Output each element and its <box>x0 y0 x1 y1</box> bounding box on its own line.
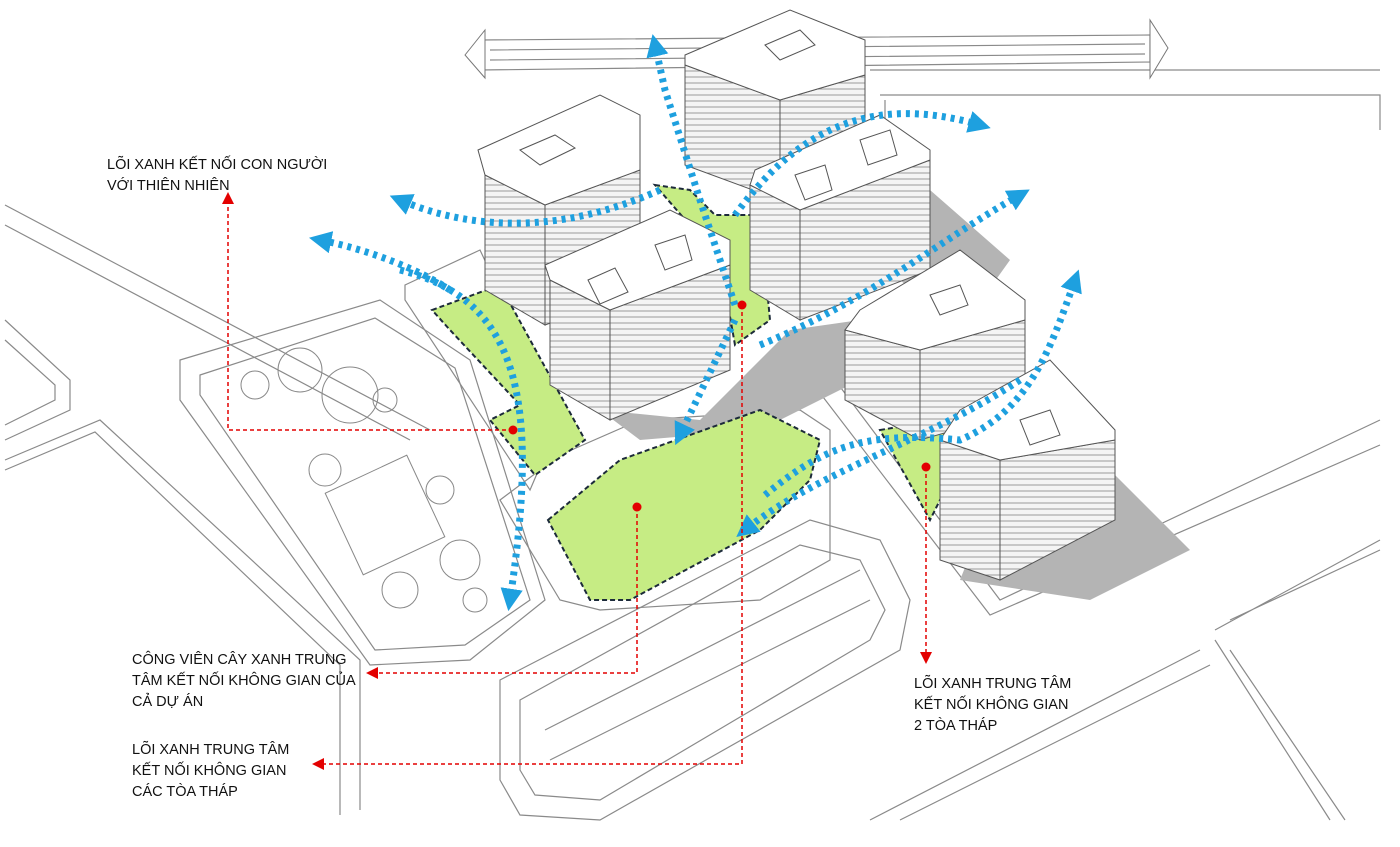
green-core-people-nature <box>430 283 587 477</box>
label-green-core-people-nature: LÕI XANH KẾT NỐI CON NGƯỜI VỚI THIÊN NHI… <box>107 157 328 194</box>
tower-4 <box>749 114 931 321</box>
tree-canopies <box>240 347 488 613</box>
central-park <box>546 408 822 601</box>
pedestrian-flow-arrows <box>309 34 1082 612</box>
towers <box>477 9 1116 581</box>
tower-6 <box>939 359 1116 581</box>
label-central-core-towers: LÕI XANH TRUNG TÂM KẾT NỐI KHÔNG GIAN CÁ… <box>132 742 290 800</box>
road-network <box>4 18 1381 821</box>
label-central-park: CÔNG VIÊN CÂY XANH TRUNG TÂM KẾT NỐI KHÔ… <box>132 652 356 710</box>
leader-lines <box>222 192 932 770</box>
tower-3 <box>544 209 731 421</box>
label-central-core-two-towers: LÕI XANH TRUNG TÂM KẾT NỐI KHÔNG GIAN 2 … <box>914 676 1072 734</box>
